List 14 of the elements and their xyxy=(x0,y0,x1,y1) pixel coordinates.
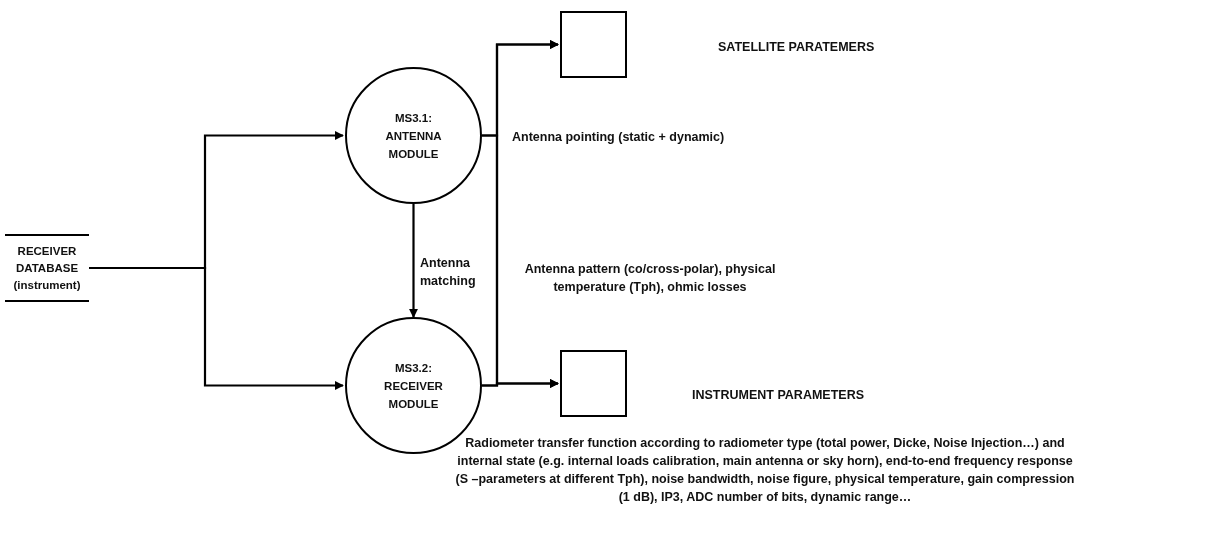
node-label: MS3.2: RECEIVER MODULE xyxy=(383,360,444,412)
annotation-text: Antenna pointing (static + dynamic) xyxy=(512,129,726,146)
arrow xyxy=(482,379,559,388)
node-label: RECEIVER DATABASE (instrument) xyxy=(12,243,82,293)
data-store xyxy=(5,234,89,302)
arrow xyxy=(89,266,344,390)
empty-box xyxy=(560,11,627,78)
box-heading: SATELLITE PARATEMERS xyxy=(718,40,875,54)
node-label: MS3.1: ANTENNA MODULE xyxy=(384,110,443,162)
box-heading: INSTRUMENT PARAMETERS xyxy=(692,388,864,402)
annotation-text: Antenna pattern (co/cross-polar), physical temperature (Tph), ohmic losses xyxy=(523,261,777,296)
annotation-text: Radiometer transfer function according to radiometer type (total power, Dicke, Noise Injection…) and internal state (e.g. internal loads calibration, main antenna or sky horn), end-to-end frequency response (S –parameters at different Tph), noise bandwidth, noise figure, physical temperature, gain compression (1 dB), IP3, ADC number of bits, dynamic range… xyxy=(454,435,1076,506)
arrow xyxy=(409,204,418,318)
empty-box xyxy=(560,350,627,417)
